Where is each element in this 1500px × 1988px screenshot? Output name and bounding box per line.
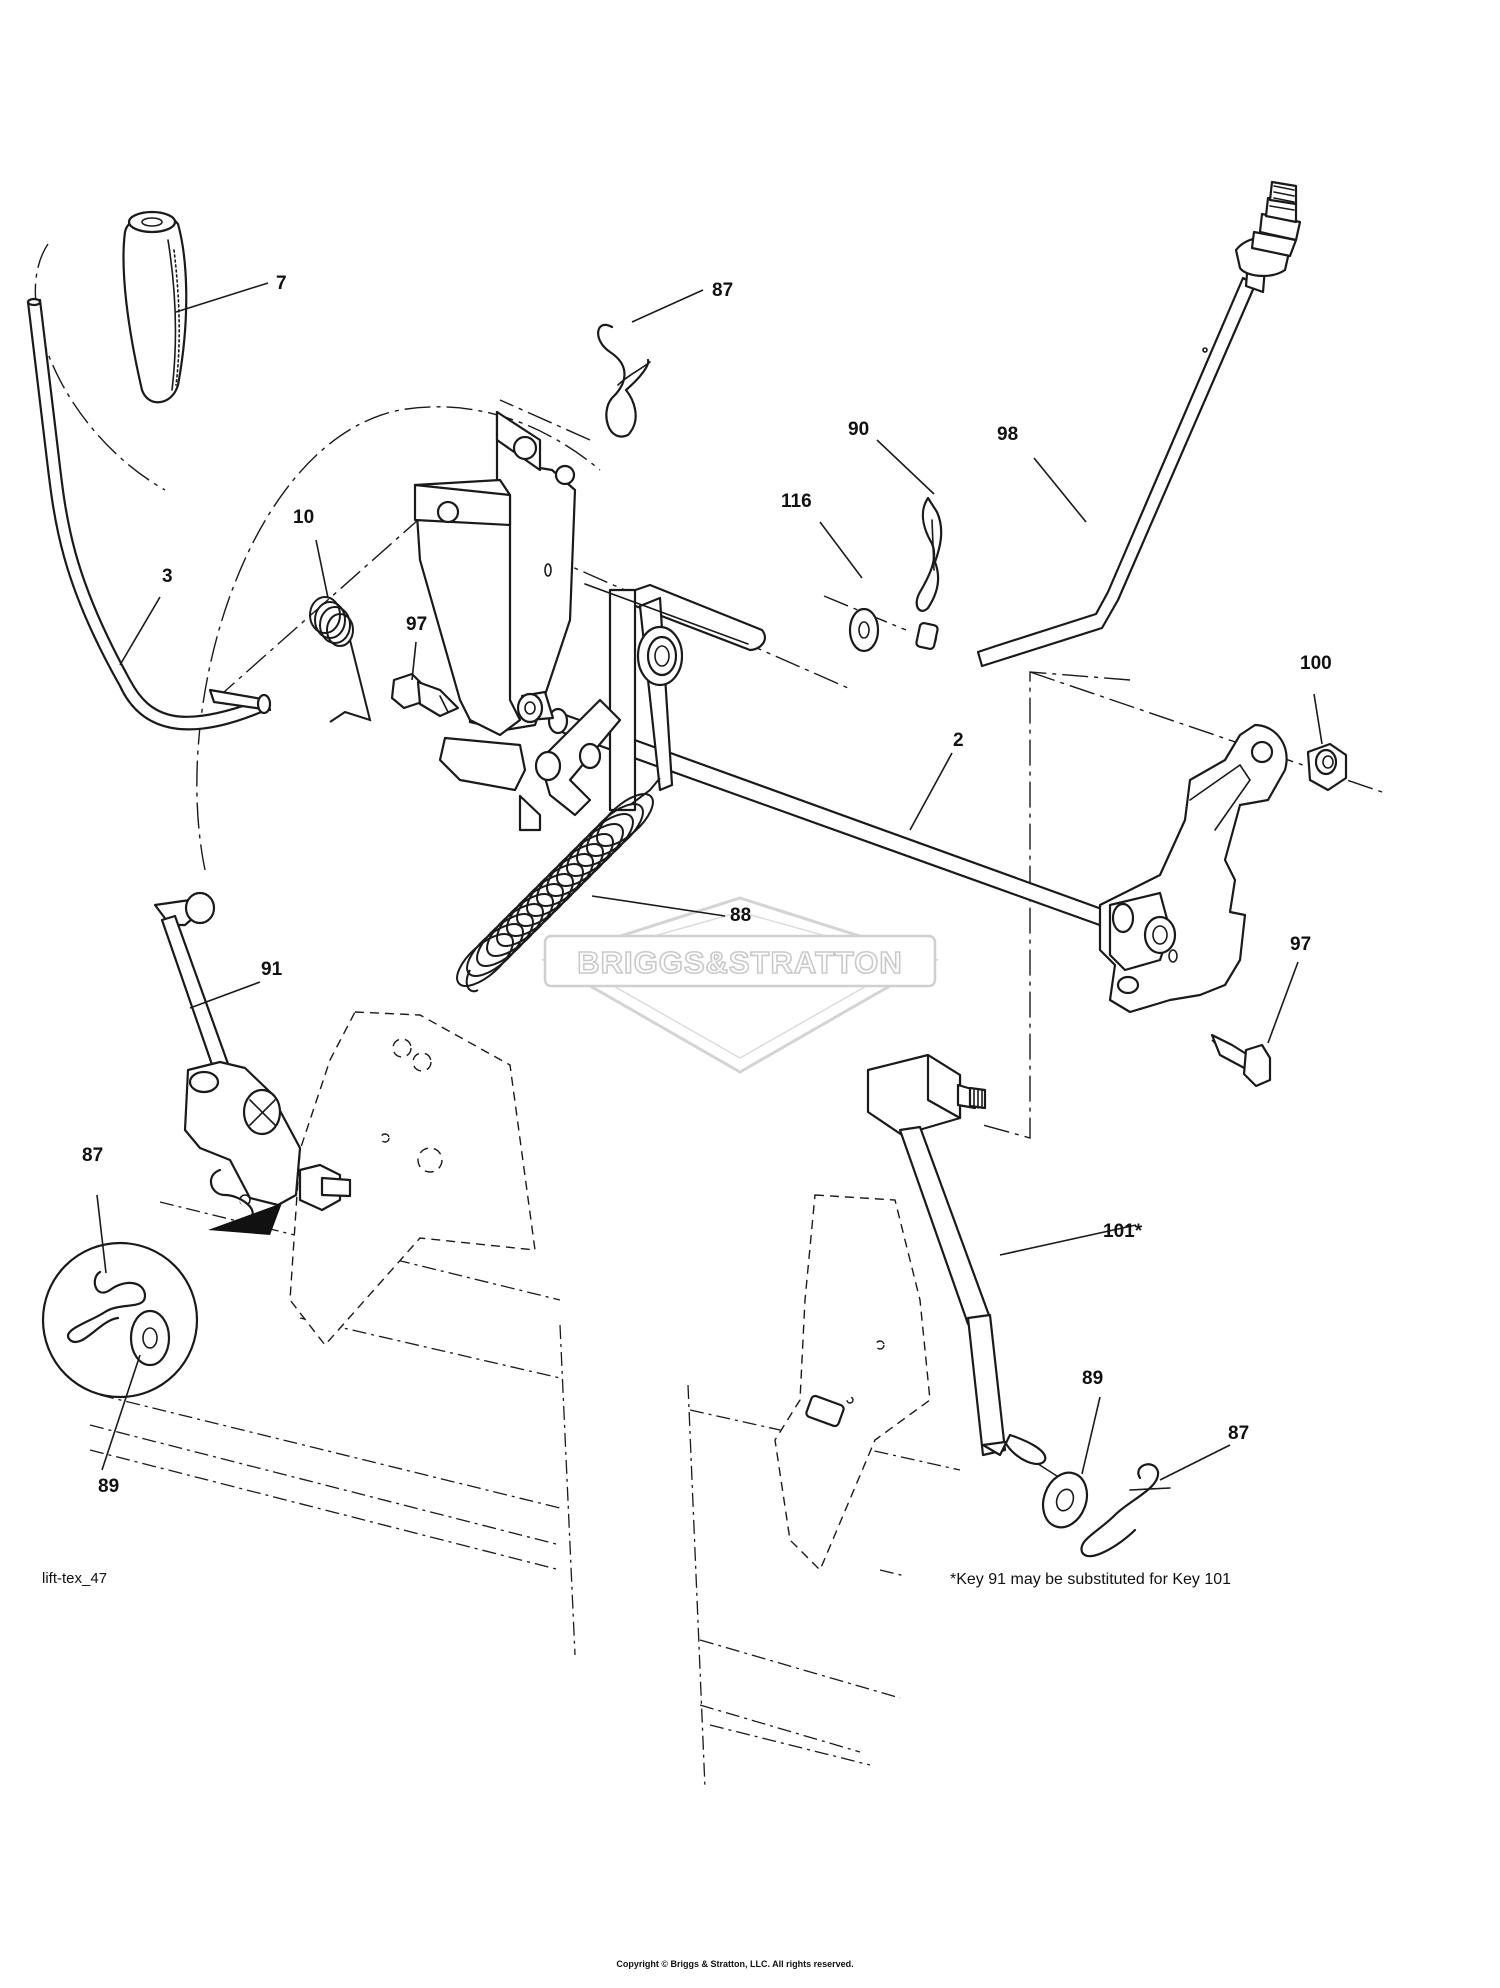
bolt-97-left xyxy=(390,672,460,718)
hairpin-clip-right xyxy=(1080,1463,1171,1558)
figure-id: lift-tex_47 xyxy=(42,1570,107,1587)
washer-89-right xyxy=(1041,1471,1089,1529)
callout-10: 10 xyxy=(293,507,314,528)
leader-89-left xyxy=(101,1354,141,1471)
torsion-spring xyxy=(309,596,372,723)
callout-98: 98 xyxy=(997,424,1018,445)
callout-100: 100 xyxy=(1300,653,1332,674)
callout-87-right: 87 xyxy=(1228,1423,1249,1444)
callout-89-right: 89 xyxy=(1082,1368,1103,1389)
briggs-stratton-watermark: BRIGGS&STRATTON xyxy=(541,896,939,1074)
handle-grip xyxy=(122,210,188,404)
spring-coils xyxy=(456,793,654,987)
callout-116: 116 xyxy=(781,491,812,512)
substitution-note: *Key 91 may be substituted for Key 101 xyxy=(950,1571,1231,1588)
callout-97-right: 97 xyxy=(1290,934,1311,955)
spring-arm xyxy=(518,583,766,832)
callout-101: 101* xyxy=(1103,1221,1143,1242)
mounting-bracket xyxy=(413,410,577,792)
callout-3: 3 xyxy=(162,566,173,587)
hairpin-clip-top xyxy=(597,323,651,438)
callout-labels: 7 87 90 98 116 10 3 97 100 2 88 97 91 87… xyxy=(82,273,1332,1497)
lift-rod-98 xyxy=(915,180,1302,668)
callout-7: 7 xyxy=(276,273,287,294)
bolt-97-right xyxy=(1210,1033,1272,1088)
right-deck-bracket xyxy=(774,1194,931,1572)
washer-116 xyxy=(848,607,880,653)
callout-87-top: 87 xyxy=(712,280,733,301)
right-lift-arm xyxy=(1098,723,1288,1014)
left-deck-bracket xyxy=(289,1011,536,1347)
watermark-text: BRIGGS&STRATTON xyxy=(577,945,903,980)
hex-nut xyxy=(1306,742,1348,792)
callout-87-left: 87 xyxy=(82,1145,103,1166)
extension-spring xyxy=(456,777,661,993)
callout-91: 91 xyxy=(261,959,283,980)
lift-lever xyxy=(26,297,272,731)
callout-88: 88 xyxy=(730,905,751,926)
callout-89-left: 89 xyxy=(98,1476,119,1497)
copyright-text: Copyright © Briggs & Stratton, LLC. All … xyxy=(616,1959,853,1969)
lift-link-101 xyxy=(866,1053,1047,1466)
leader-lines xyxy=(96,282,1323,1481)
callout-90: 90 xyxy=(848,419,869,440)
hairpin-clip-90 xyxy=(915,496,943,612)
callout-2: 2 xyxy=(953,730,964,751)
deck-outline xyxy=(89,1201,961,1789)
callout-97-left: 97 xyxy=(406,614,427,635)
detail-view xyxy=(41,1203,282,1399)
lift-link-91 xyxy=(153,891,352,1220)
